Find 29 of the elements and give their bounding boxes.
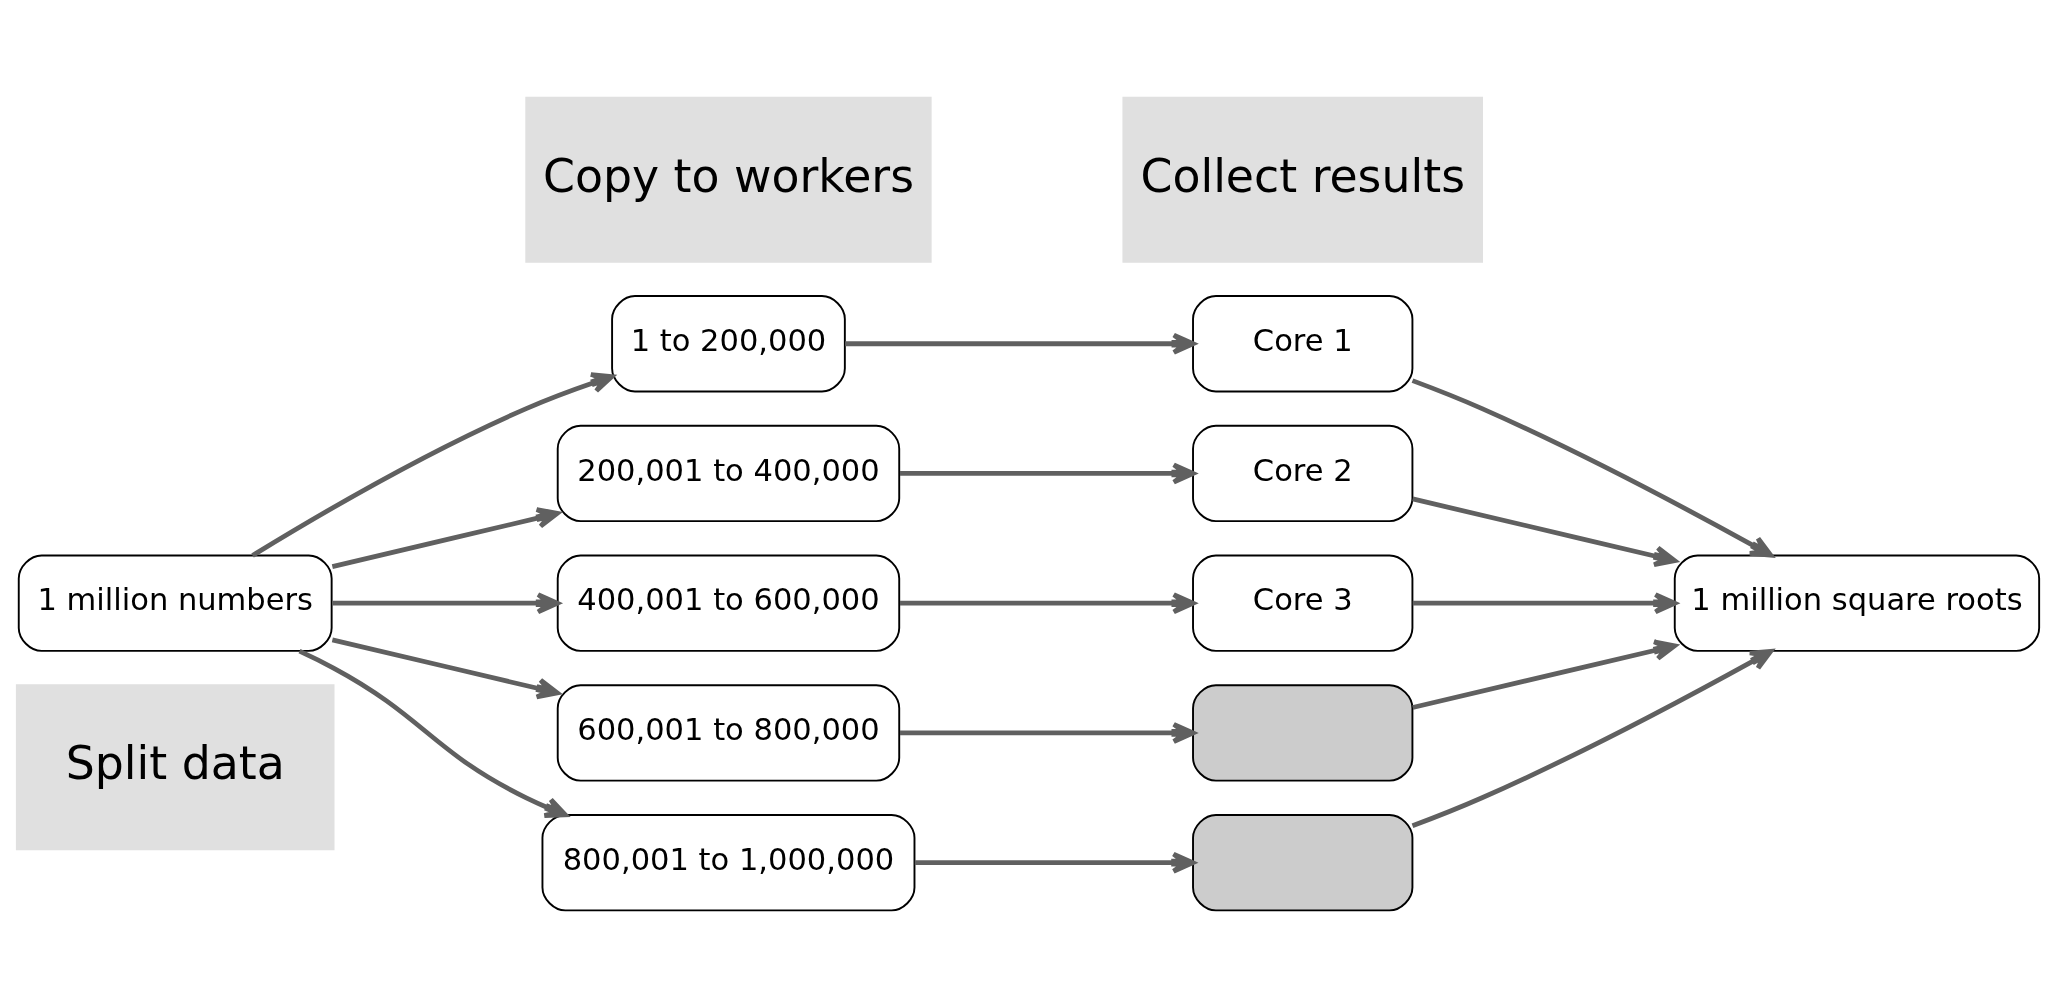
node-box: 1 to 200,000 — [611, 295, 846, 393]
node-box — [1192, 814, 1414, 912]
arrow — [331, 507, 560, 569]
arrow — [845, 332, 1196, 355]
node-box: Collect results — [1122, 96, 1483, 263]
node-box: Core 3 — [1192, 554, 1414, 652]
node-box: Copy to workers — [525, 96, 932, 263]
node-box: Split data — [15, 684, 335, 851]
node-box: Core 2 — [1192, 424, 1414, 523]
node-box: 800,001 to 1,000,000 — [541, 814, 916, 912]
arrow — [331, 637, 560, 700]
node-box: 200,001 to 400,000 — [556, 424, 901, 523]
arrow — [1411, 648, 1774, 829]
arrow — [900, 592, 1196, 615]
arrow — [900, 721, 1196, 744]
node-box: 600,001 to 800,000 — [556, 684, 901, 782]
node-box: Core 1 — [1192, 295, 1414, 393]
arrow — [332, 592, 560, 615]
node-box — [1192, 684, 1414, 782]
arrow — [251, 372, 615, 558]
arrow — [298, 649, 568, 818]
arrow — [914, 851, 1196, 874]
node-box: 400,001 to 600,000 — [556, 554, 901, 652]
node-box: 1 million square roots — [1673, 554, 2041, 652]
arrow — [1411, 378, 1774, 558]
arrow — [1412, 639, 1677, 710]
arrow — [1412, 496, 1677, 568]
node-box: 1 million numbers — [17, 554, 333, 652]
arrow — [900, 462, 1196, 485]
